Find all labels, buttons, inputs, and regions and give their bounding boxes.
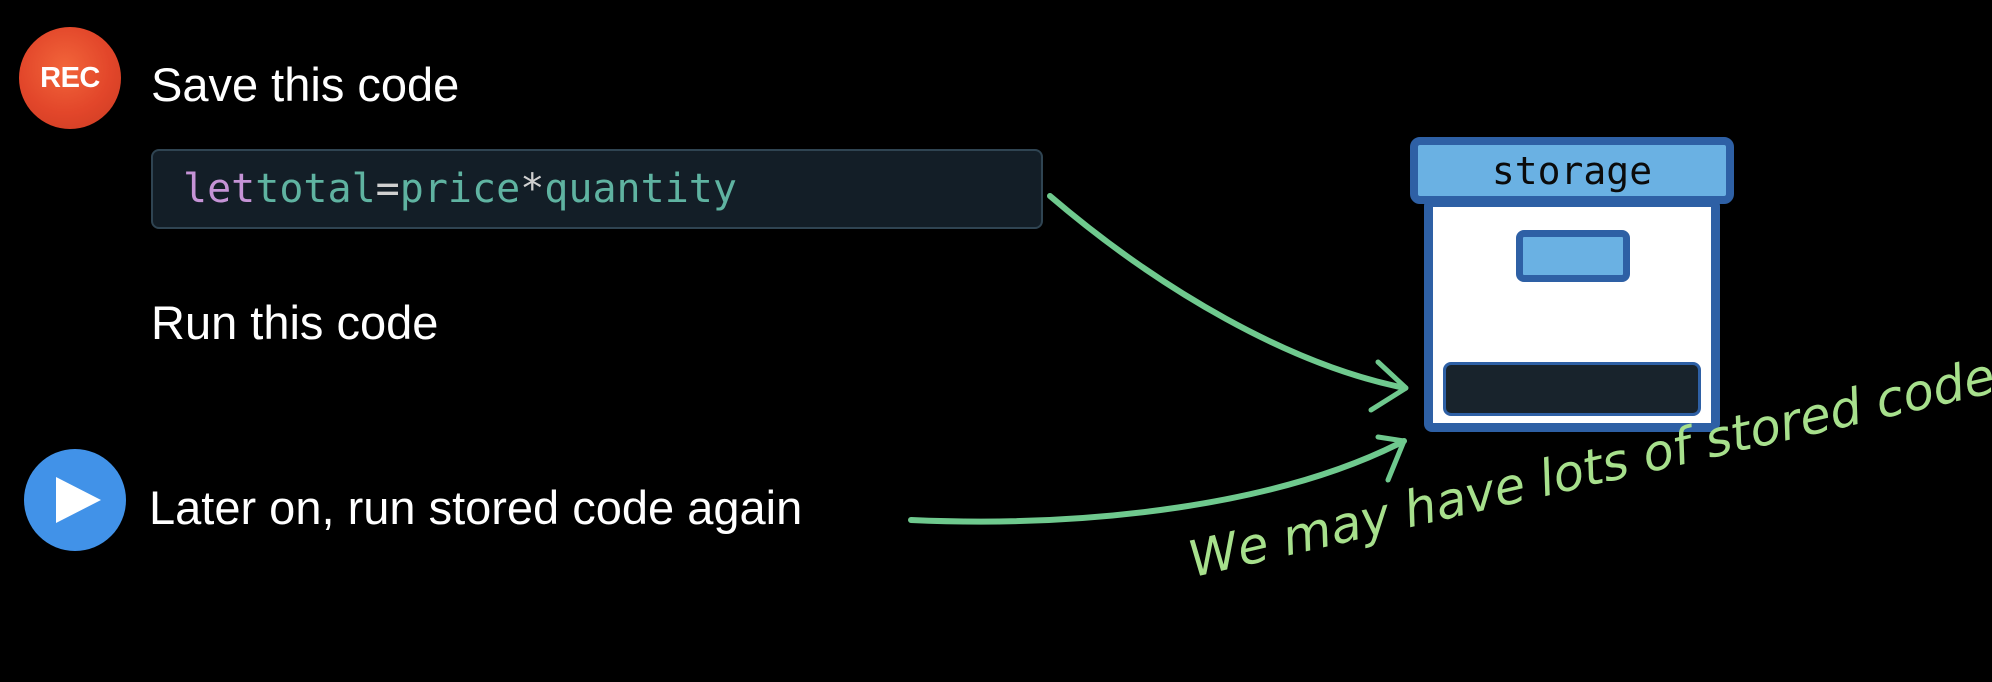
replay-arrow <box>908 438 1407 525</box>
code-snippet: let total = price * quantity <box>151 149 1043 229</box>
play-icon <box>24 449 126 551</box>
code-assign-operator: = <box>375 166 400 212</box>
save-arrow-head <box>1368 359 1409 413</box>
storage-title: storage <box>1410 137 1734 204</box>
code-multiply-operator: * <box>520 166 545 212</box>
code-operand-price: price <box>399 166 521 212</box>
storage-panel <box>1443 362 1701 416</box>
code-variable: total <box>255 166 376 212</box>
save-code-label: Save this code <box>151 58 460 111</box>
run-code-label: Run this code <box>151 296 439 349</box>
record-badge-text: REC <box>40 61 100 94</box>
play-triangle <box>56 477 101 523</box>
storage-slot <box>1516 230 1630 282</box>
code-keyword: let <box>183 166 256 212</box>
replay-arrow-head <box>1375 434 1407 483</box>
replay-code-label: Later on, run stored code again <box>149 481 803 534</box>
record-icon: REC <box>19 27 121 129</box>
save-arrow <box>1047 193 1408 391</box>
code-operand-quantity: quantity <box>544 166 737 212</box>
